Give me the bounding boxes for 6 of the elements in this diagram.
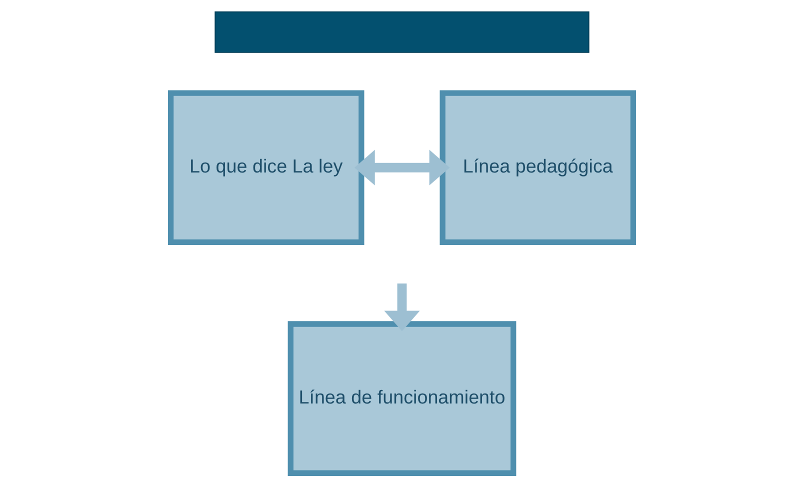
arrow [384, 284, 420, 332]
node-box: Línea pedagógica [440, 90, 636, 245]
node-bar [214, 11, 590, 53]
arrow [354, 150, 450, 186]
node-box: Lo que dice La ley [168, 90, 364, 245]
node-box: Línea de funcionamiento [288, 321, 516, 476]
